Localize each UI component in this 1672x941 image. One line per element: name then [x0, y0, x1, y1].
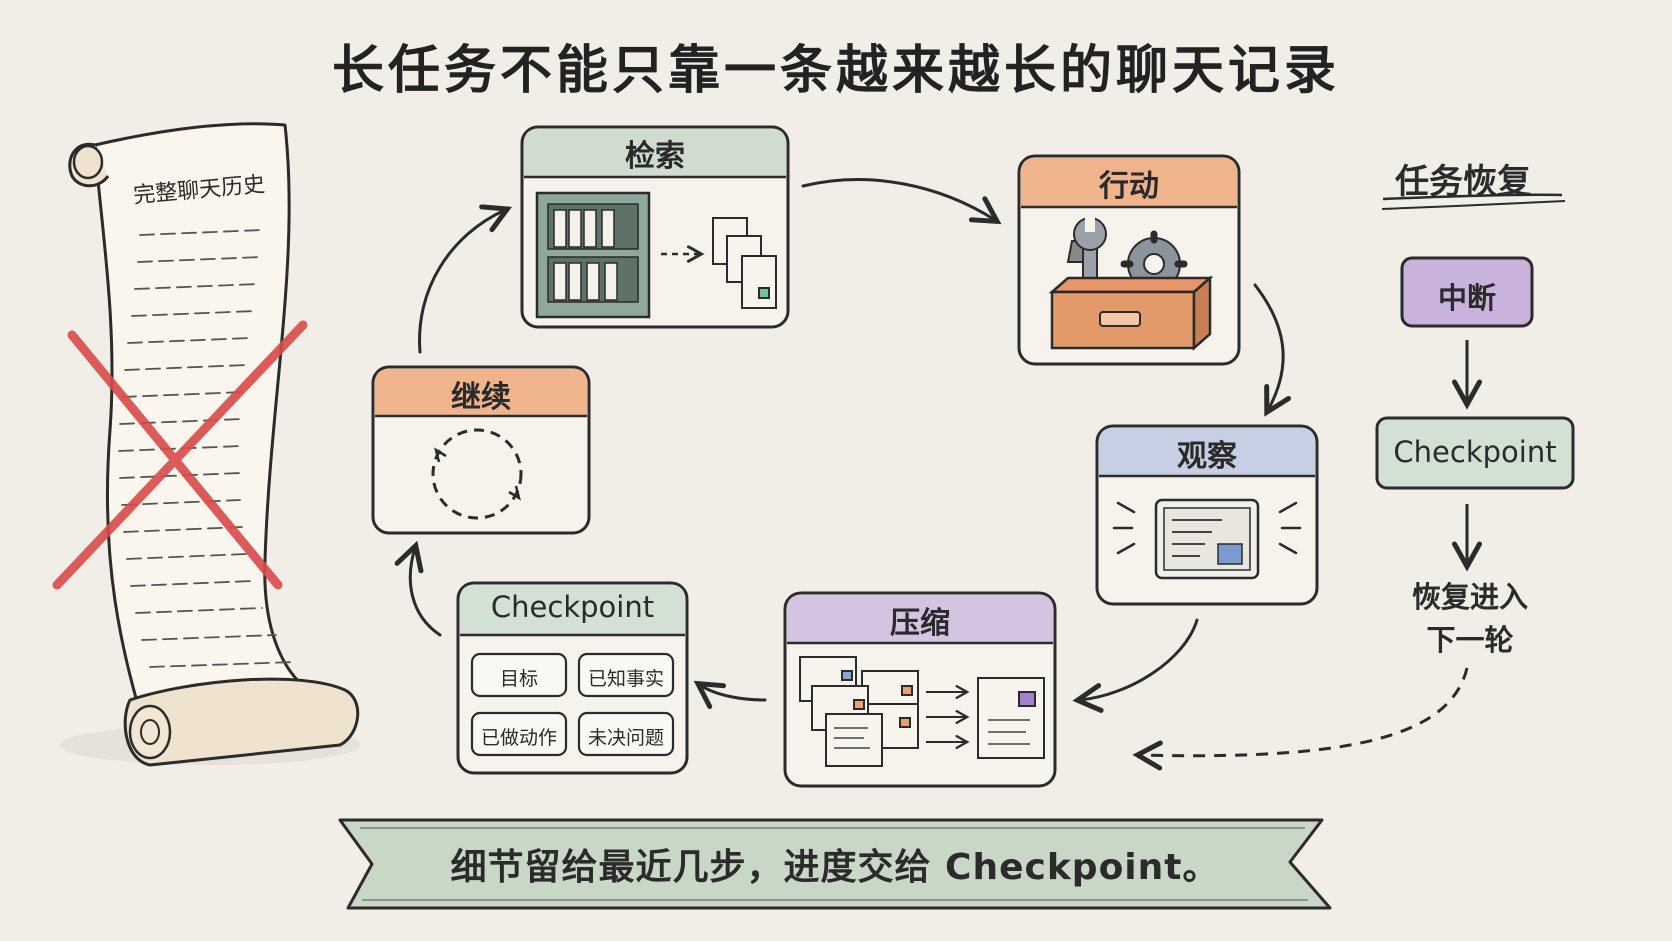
checkpoint-cell-facts-label: 已知事实: [587, 668, 664, 690]
retrieve-label: 检索: [625, 139, 685, 174]
arrow-compress-to-checkpoint: [700, 685, 767, 700]
side-checkpoint-label: Checkpoint: [1393, 435, 1557, 469]
documents-stack-icon: [712, 217, 777, 309]
bookshelf-icon: [535, 191, 651, 319]
checkpoint-cell-open-label: 未决问题: [587, 727, 664, 749]
checkpoint-cell-facts: [577, 652, 675, 698]
checkpoint-label: Checkpoint: [490, 590, 655, 624]
arrow-checkpoint-to-continue: [410, 548, 442, 637]
checkpoint-cell-actions-label: 已做动作: [480, 727, 557, 749]
page-title: 长任务不能只靠一条越来越长的聊天记录: [331, 41, 1340, 101]
checkpoint-box: [456, 581, 689, 775]
interrupt-label: 中断: [1437, 281, 1496, 315]
resume-label-line1: 恢复进入: [1411, 580, 1528, 614]
continue-label: 继续: [451, 380, 511, 415]
bottom-banner: [338, 818, 1332, 910]
recovery-title: 任务恢复: [1395, 162, 1531, 202]
banner-text: 细节留给最近几步，进度交给 Checkpoint。: [450, 847, 1220, 888]
cycle-arrows: [410, 178, 1283, 700]
retrieve-box: [520, 125, 790, 329]
observe-box: [1095, 424, 1319, 606]
resume-label-line2: 下一轮: [1426, 623, 1514, 657]
compress-label: 压缩: [890, 606, 950, 641]
monitor-icon: [1112, 498, 1302, 580]
checkpoint-cell-actions: [470, 711, 568, 757]
checkpoint-cell-goal: [470, 652, 568, 698]
arrow-retrieve-to-act: [801, 178, 995, 220]
arrow-continue-to-retrieve: [418, 210, 505, 354]
resume-dashed-arrow: [1140, 667, 1469, 756]
act-box: [1017, 154, 1241, 366]
arrow-observe-to-compress: [1080, 618, 1199, 700]
compress-box: [783, 591, 1057, 788]
chat-history-scroll: [52, 122, 360, 767]
checkpoint-cell-open-questions: [577, 711, 675, 757]
continue-box: [371, 365, 591, 535]
arrow-act-to-observe: [1253, 283, 1283, 410]
recovery-panel: [1140, 193, 1575, 756]
act-label: 行动: [1099, 169, 1159, 204]
observe-label: 观察: [1177, 439, 1237, 474]
toolbox-icon: [1048, 214, 1214, 351]
refresh-icon: [431, 428, 523, 520]
checkpoint-cell-goal-label: 目标: [499, 668, 538, 690]
red-cross-icon: [52, 320, 308, 590]
